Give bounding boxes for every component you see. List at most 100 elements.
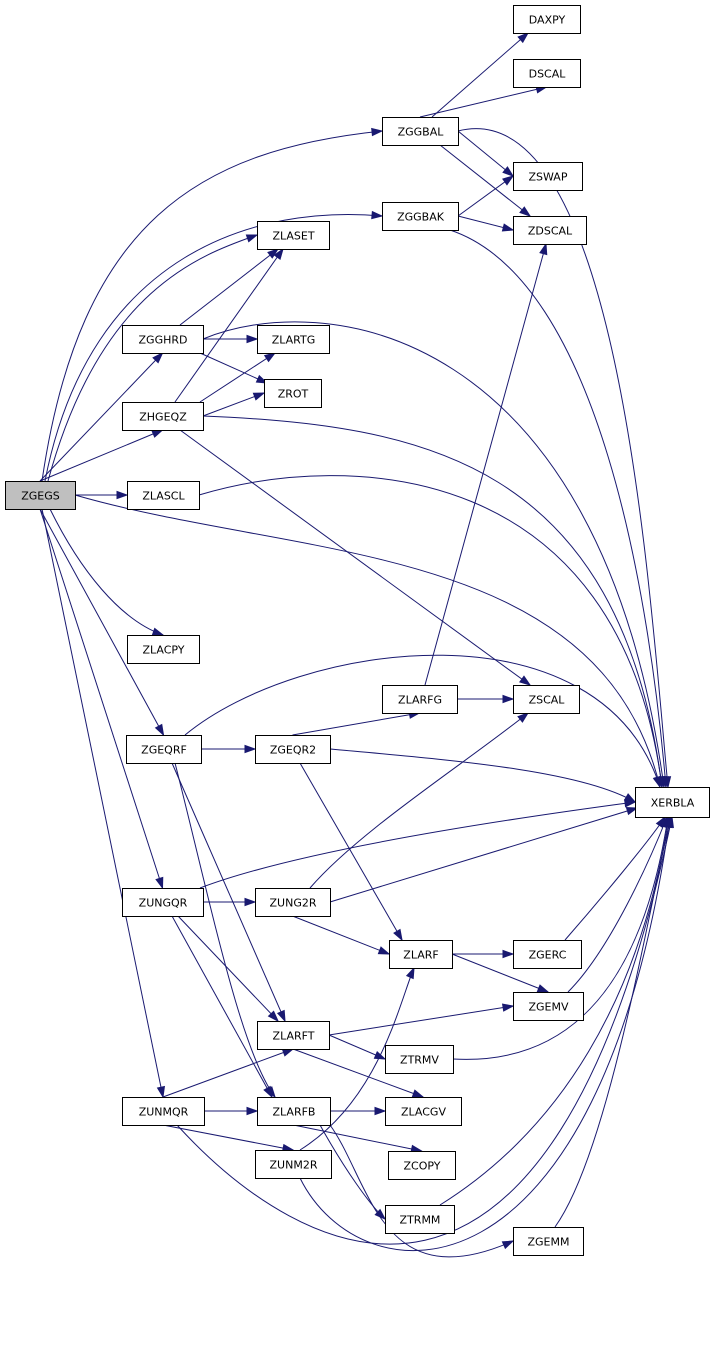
edge-zgegs-to-zhgeqz	[39, 429, 164, 482]
edge-zgghrd-to-zlartg	[203, 334, 259, 344]
node-xerbla[interactable]: XERBLA	[635, 787, 710, 818]
edge-arrowhead	[519, 206, 532, 217]
edge-line	[292, 712, 420, 736]
edge-zlarfg-to-zscal	[457, 694, 515, 704]
node-zung2r[interactable]: ZUNG2R	[255, 888, 331, 917]
node-zgeqrf[interactable]: ZGEQRF	[126, 735, 202, 764]
edge-zhgeqz-to-xerbla	[202, 415, 665, 789]
node-zgerc[interactable]: ZGERC	[513, 940, 582, 969]
node-zlarft[interactable]: ZLARFT	[257, 1021, 330, 1050]
node-zunmqr[interactable]: ZUNMQR	[122, 1097, 205, 1126]
edge-arrowhead	[624, 799, 637, 808]
edge-zung2r-to-zlarf	[292, 915, 391, 955]
edge-line	[199, 801, 636, 889]
edge-line	[162, 1048, 294, 1098]
edge-line	[292, 1048, 424, 1098]
node-label: ZTRMV	[400, 1054, 439, 1067]
node-label: ZUNM2R	[270, 1159, 318, 1172]
node-ztrmm[interactable]: ZTRMM	[385, 1205, 455, 1234]
node-zlarf[interactable]: ZLARF	[389, 940, 453, 969]
node-label: ZGEQRF	[141, 744, 187, 757]
edge-arrowhead	[267, 1010, 280, 1023]
node-box	[513, 1227, 584, 1256]
edge-arrowhead	[371, 210, 384, 220]
edge-line	[177, 915, 279, 1022]
edge-arrowhead	[244, 897, 257, 907]
node-daxpy[interactable]: DAXPY	[513, 5, 581, 34]
node-zlaset[interactable]: ZLASET	[257, 221, 330, 250]
node-zlarfg[interactable]: ZLARFG	[382, 685, 458, 714]
edge-line	[179, 429, 531, 686]
edge-line	[329, 807, 638, 903]
node-zggbal[interactable]: ZGGBAL	[382, 117, 459, 146]
node-box	[257, 221, 330, 250]
node-zgemm[interactable]: ZGEMM	[513, 1227, 584, 1256]
edge-arrowhead	[371, 127, 384, 137]
edge-line	[424, 243, 547, 686]
node-label: ZLARFB	[273, 1106, 316, 1119]
node-box	[513, 940, 582, 969]
edge-line	[567, 816, 668, 993]
node-zlarfb[interactable]: ZLARFB	[257, 1097, 331, 1126]
edge-zgegs-to-zungqr	[39, 508, 164, 890]
edge-line	[202, 415, 663, 788]
edge-zunmqr-to-zunm2r	[162, 1124, 295, 1153]
edge-zgegs-to-zlacpy	[49, 508, 165, 636]
edge-zgeqr2-to-zlarf	[299, 762, 403, 942]
node-box	[255, 888, 331, 917]
node-zgghrd[interactable]: ZGGHRD	[122, 325, 204, 354]
node-zgegs[interactable]: ZGEGS	[5, 481, 76, 510]
edge-line	[564, 816, 666, 941]
edge-zungqr-to-zlarft	[177, 915, 280, 1023]
edge-zgegs-to-zunmqr	[41, 508, 166, 1099]
node-zgemv[interactable]: ZGEMV	[513, 992, 584, 1021]
edge-arrowhead	[517, 712, 530, 723]
node-zhgeqz[interactable]: ZHGEQZ	[122, 402, 204, 431]
node-label: ZGEGS	[21, 490, 60, 503]
edge-zgegs-to-zlascl	[75, 490, 129, 500]
edge-line	[328, 1005, 514, 1036]
node-box	[257, 325, 330, 354]
node-label: ZTRMM	[400, 1214, 441, 1227]
node-label: ZUNMQR	[139, 1106, 189, 1119]
node-zdscal[interactable]: ZDSCAL	[513, 216, 587, 245]
edge-zgeqr2-to-xerbla	[329, 748, 637, 803]
edge-line	[439, 144, 531, 217]
edge-arrowhead	[151, 429, 164, 438]
node-box	[255, 1150, 332, 1179]
node-dscal[interactable]: DSCAL	[513, 59, 581, 88]
node-box	[257, 1097, 331, 1126]
edge-arrowhead	[246, 1106, 259, 1116]
node-label: ZUNGQR	[139, 897, 188, 910]
edge-arrowhead	[625, 807, 639, 816]
edge-arrowhead	[393, 928, 403, 942]
node-zgeqr2[interactable]: ZGEQR2	[255, 735, 331, 764]
node-label: ZGERC	[529, 949, 567, 962]
node-zungqr[interactable]: ZUNGQR	[122, 888, 204, 917]
edge-zgeqrf-to-xerbla	[184, 654, 661, 789]
node-zggbak[interactable]: ZGGBAK	[382, 202, 459, 231]
node-zlartg[interactable]: ZLARTG	[257, 325, 330, 354]
edge-line	[199, 352, 276, 403]
edge-arrowhead	[263, 352, 277, 363]
edge-arrowhead	[411, 1089, 425, 1098]
node-label: DSCAL	[529, 68, 567, 81]
node-zunm2r[interactable]: ZUNM2R	[255, 1150, 332, 1179]
node-zrot[interactable]: ZROT	[264, 379, 322, 408]
node-ztrmv[interactable]: ZTRMV	[385, 1045, 454, 1074]
node-zcopy[interactable]: ZCOPY	[388, 1151, 456, 1180]
node-label: ZGEMM	[528, 1236, 570, 1249]
node-box	[513, 162, 583, 191]
edge-line	[452, 816, 669, 1060]
node-label: ZLACPY	[142, 644, 184, 657]
node-box	[382, 685, 458, 714]
edge-line	[41, 508, 164, 1098]
node-box	[264, 379, 322, 408]
edge-line	[47, 234, 258, 482]
node-zlascl[interactable]: ZLASCL	[127, 481, 200, 510]
node-zlacgv[interactable]: ZLACGV	[385, 1097, 462, 1126]
node-zlacpy[interactable]: ZLACPY	[127, 635, 200, 664]
node-zswap[interactable]: ZSWAP	[513, 162, 583, 191]
node-zscal[interactable]: ZSCAL	[513, 685, 580, 714]
edge-zunmqr-to-zlarfb	[204, 1106, 259, 1116]
